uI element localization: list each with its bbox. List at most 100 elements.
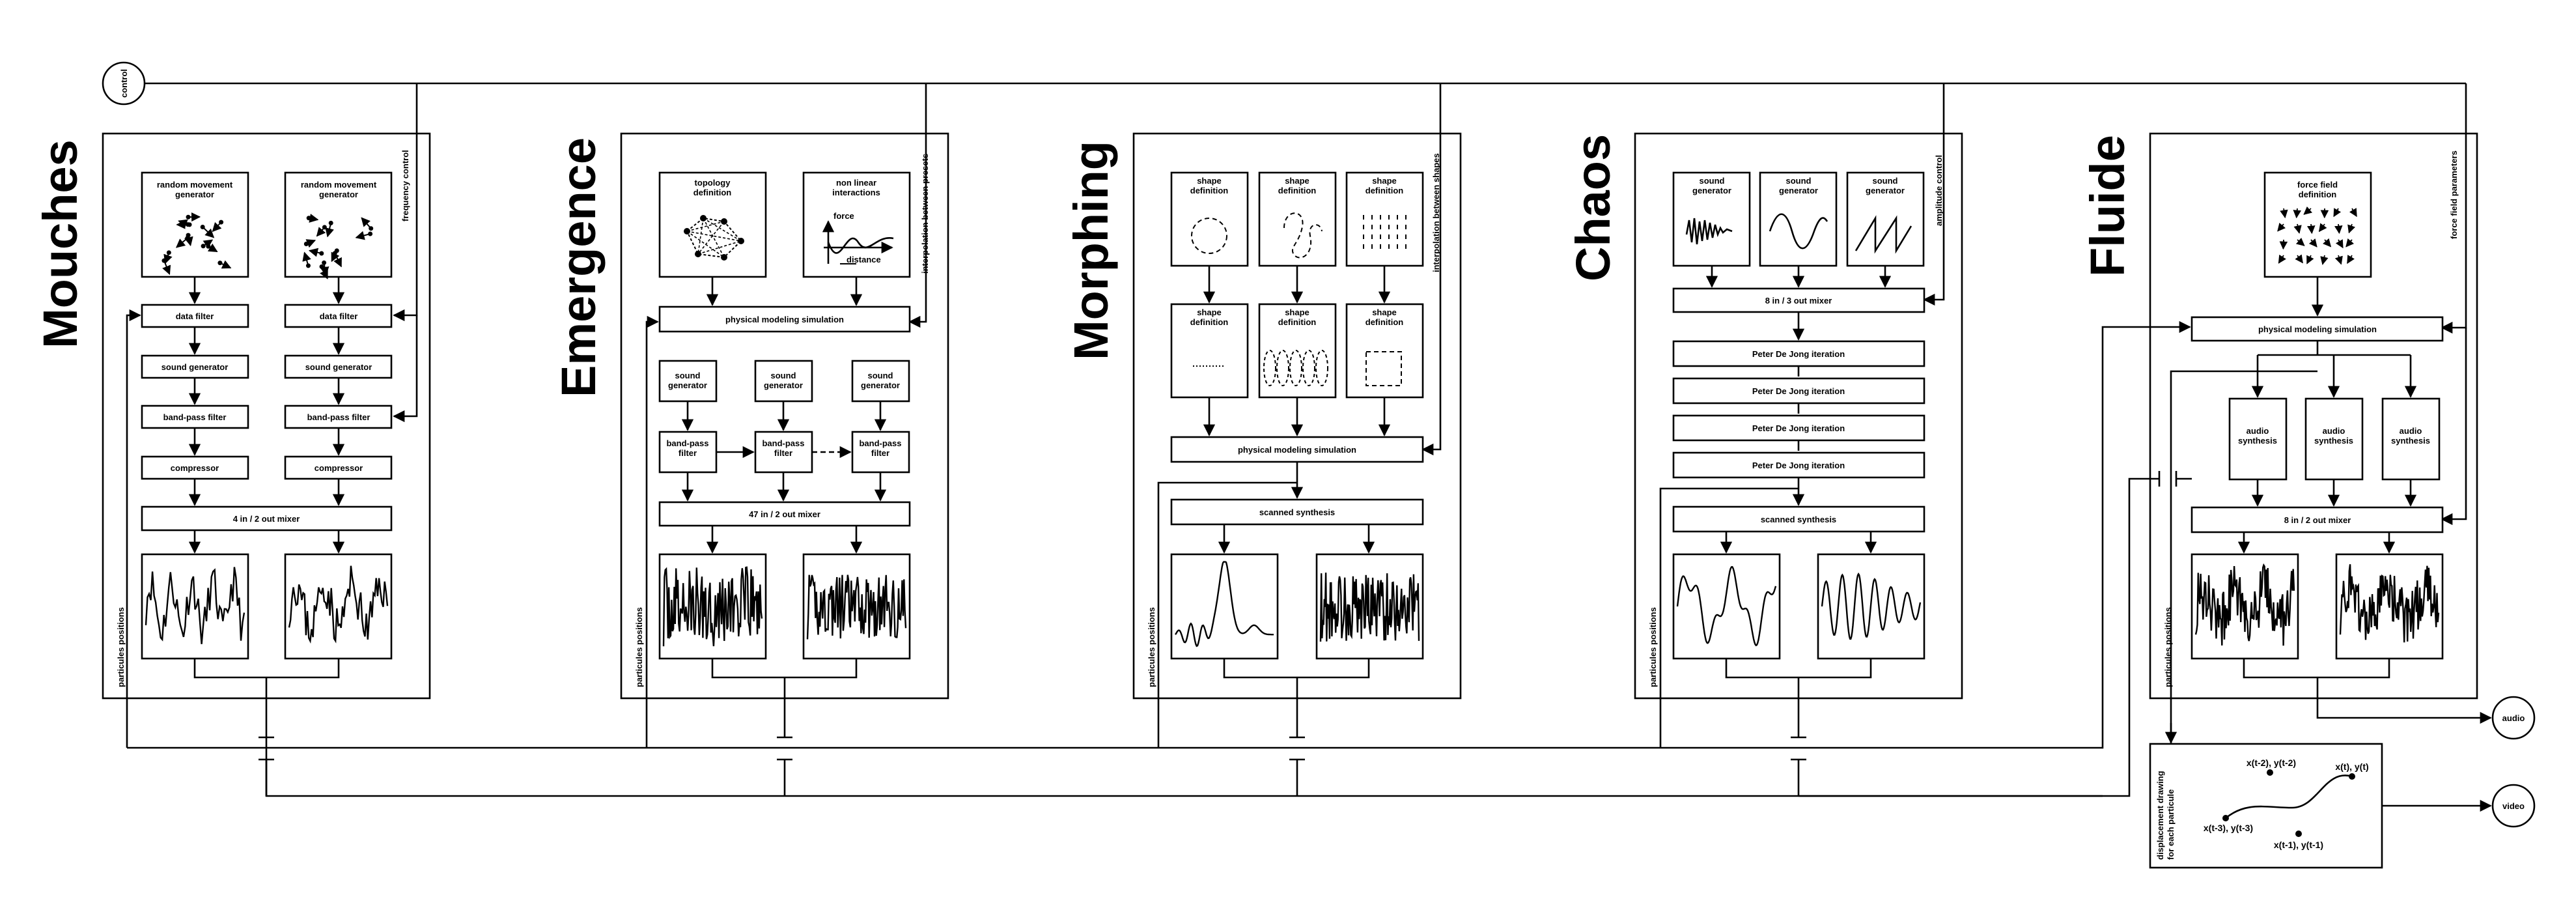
chain-label: data filter: [176, 311, 214, 321]
title-mouches: Mouches: [33, 139, 87, 348]
waveform-trace: [1821, 572, 1922, 640]
chain-label: compressor: [171, 463, 219, 473]
band-pass-e1: [658, 431, 718, 474]
scanned-synthesis-chaos: [1672, 505, 1925, 533]
iteration-1: [1672, 340, 1925, 367]
video-label: video: [2502, 801, 2525, 811]
mixer-chaos: [1672, 287, 1925, 313]
iteration-4: [1672, 451, 1925, 479]
title-morphing: Morphing: [1064, 141, 1118, 360]
mixer-label-emergence: 47 in / 2 out mixer: [749, 509, 820, 519]
physical-sim-emergence: [658, 305, 911, 333]
sim-label-fluide: physical modeling simulation: [2258, 324, 2377, 334]
sim-label-morphing: physical modeling simulation: [1238, 445, 1356, 455]
waveform-chaos-1: [1672, 553, 1781, 660]
morphing-content: [1157, 171, 1424, 748]
mixer-label-mouches: 4 in / 2 out mixer: [233, 514, 300, 524]
sound-generator-2: [284, 354, 393, 379]
waveform-morphing-1: [1170, 553, 1279, 660]
side-label-morphing: interpolation between shapes: [1431, 153, 1441, 272]
sim-label-emergence: physical modeling simulation: [725, 315, 844, 324]
synth-label-chaos: scanned synthesis: [1761, 515, 1836, 524]
sound-generator-e2: [754, 360, 813, 403]
chain-label: sound generator: [305, 362, 372, 372]
audio-bus: [265, 760, 2103, 797]
physical-sim-fluide: [2191, 316, 2444, 342]
audio-output: audio: [2491, 696, 2536, 740]
sound-generator-c3: [1846, 171, 1925, 267]
iteration-label: Peter De Jong iteration: [1752, 386, 1845, 396]
positions-bus: [127, 320, 2191, 749]
chain-label: data filter: [320, 311, 358, 321]
drawing-label-line2: for each particule: [2166, 789, 2176, 860]
iteration-label: Peter De Jong iteration: [1752, 461, 1845, 470]
waveform-trace: [662, 566, 763, 647]
control-node: control: [102, 61, 146, 106]
compressor-2: [284, 455, 393, 480]
band-pass-filter-1: [141, 405, 249, 429]
shape-definition-1: [1170, 171, 1249, 267]
waveform-trace: [806, 575, 907, 640]
sound-generator-c1: [1672, 171, 1751, 267]
synth-label-morphing: scanned synthesis: [1259, 507, 1335, 517]
positions-label-mouches: particules positions: [116, 607, 126, 687]
title-emergence: Emergence: [552, 137, 606, 397]
waveform-trace: [1175, 561, 1274, 647]
title-fluide: Fluide: [2080, 135, 2135, 277]
mixer-label-chaos: 8 in / 3 out mixer: [1765, 296, 1832, 305]
mixer-mouches: [141, 505, 393, 532]
point-t-2: x(t-2), y(t-2): [2247, 758, 2296, 768]
mixer-fluide: [2191, 506, 2444, 533]
point-t-3: x(t-3), y(t-3): [2204, 823, 2253, 833]
physical-sim-morphing: [1170, 436, 1424, 463]
mixer-emergence: [658, 501, 911, 527]
shape-definition-3: [1345, 171, 1424, 267]
mixer-label-fluide: 8 in / 2 out mixer: [2284, 515, 2351, 525]
waveform-trace: [1319, 573, 1420, 642]
positions-label-morphing: particules positions: [1147, 607, 1156, 687]
data-filter-2: [284, 304, 393, 328]
shape-definition-2: [1258, 171, 1337, 267]
iteration-label: Peter De Jong iteration: [1752, 349, 1845, 359]
title-chaos: Chaos: [1566, 134, 1620, 281]
waveform-trace: [145, 567, 245, 644]
positions-label-emergence: particules positions: [634, 607, 644, 687]
chain-label: compressor: [315, 463, 363, 473]
panel-fluide: [2149, 132, 2478, 700]
non-linear-interactions-box: [802, 171, 911, 278]
side-label-chaos: amplitude control: [1934, 155, 1944, 226]
drawing-label-line1: displacement drawing: [2155, 771, 2165, 860]
waveform-trace: [2339, 564, 2440, 643]
mouches-content: [126, 171, 393, 748]
sound-generator-c2: [1759, 171, 1838, 267]
waveform-trace: [1676, 566, 1777, 647]
point-t-1: x(t-1), y(t-1): [2274, 840, 2323, 850]
waveform-trace: [288, 565, 389, 644]
waveform-mouches-2: [284, 553, 393, 660]
emergence-content: force distance: [645, 171, 911, 748]
topology-definition-box: [658, 171, 767, 278]
fluide-content: [2164, 171, 2492, 750]
side-label-fluide: force field parameters: [2449, 150, 2459, 239]
audio-label: audio: [2502, 713, 2525, 723]
band-pass-filter-2: [284, 405, 393, 429]
